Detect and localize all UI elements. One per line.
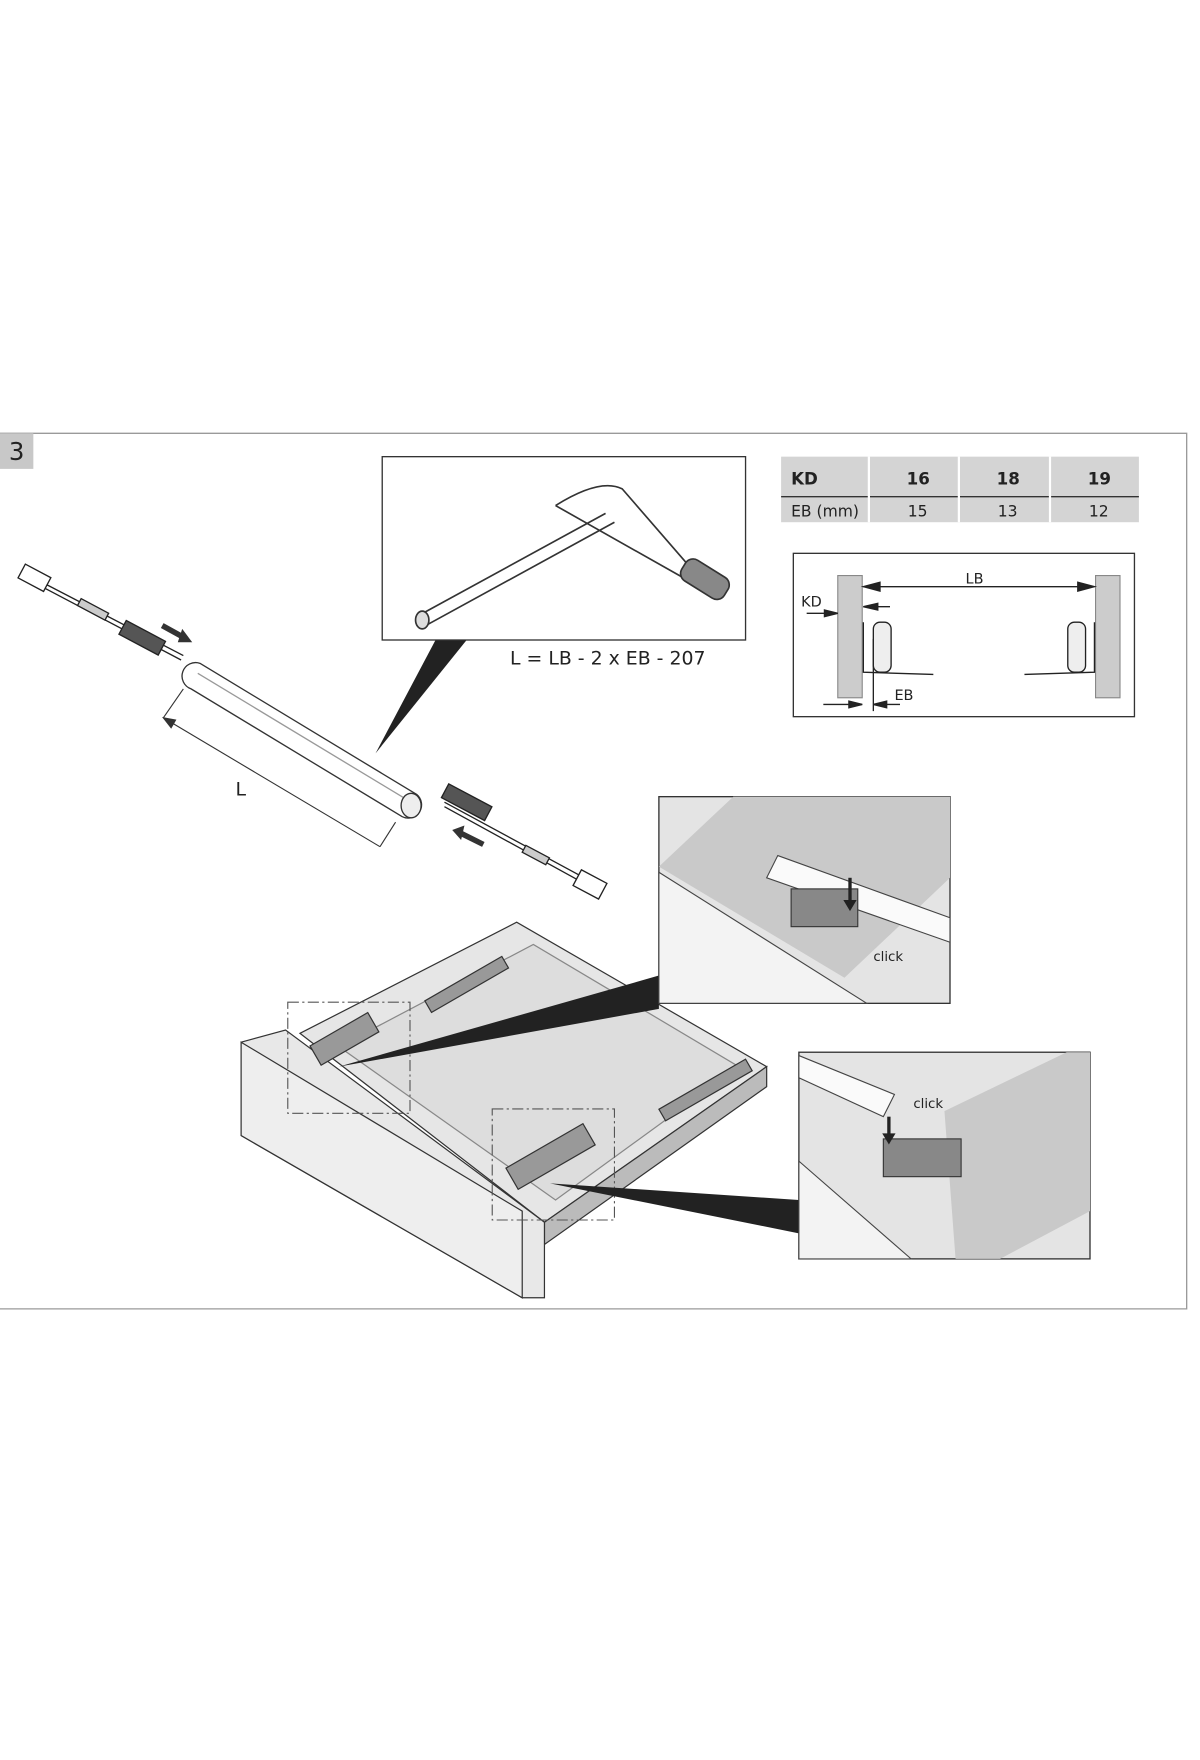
kd-eb-table: KD 16 18 19 EB (mm) 15 13 12 — [781, 456, 1139, 523]
table-header-19: 19 — [1088, 469, 1111, 488]
callout-pointer — [375, 640, 467, 754]
detail-inset-1: click — [658, 796, 951, 1004]
table-cell-13: 13 — [998, 503, 1018, 521]
table-cell-12: 12 — [1089, 503, 1109, 521]
length-label: L — [236, 779, 247, 801]
detail-marker — [287, 1001, 615, 1221]
click-label-1: click — [873, 950, 903, 965]
table-header-18: 18 — [997, 469, 1020, 488]
table-header-16: 16 — [907, 469, 930, 488]
table-header-kd: KD — [791, 469, 818, 488]
step-badge: 3 — [0, 433, 34, 469]
callout-pointer — [338, 975, 659, 1067]
click-label-2: click — [913, 1097, 943, 1112]
step-number: 3 — [9, 437, 25, 466]
length-dimension — [162, 688, 397, 848]
callout-pointer — [550, 1183, 799, 1234]
cut-length-formula: L = LB - 2 x EB - 207 — [510, 647, 705, 669]
saw-inset — [381, 456, 747, 641]
table-row-label: EB (mm) — [791, 503, 859, 521]
light-tube — [181, 661, 423, 819]
left-connector-cable — [17, 563, 184, 661]
kd-label: KD — [801, 595, 822, 611]
eb-label: EB — [894, 688, 913, 704]
detail-inset-2: click — [798, 1051, 1091, 1260]
lb-label: LB — [966, 571, 984, 587]
saw-icon — [414, 484, 731, 630]
push-arrow-icon — [160, 623, 193, 643]
step-frame — [0, 432, 1188, 1310]
right-connector-cable — [440, 782, 608, 900]
cross-section-diagram: LB KD EB — [792, 552, 1136, 718]
push-arrow-icon — [452, 825, 485, 847]
table-cell-15: 15 — [908, 503, 928, 521]
